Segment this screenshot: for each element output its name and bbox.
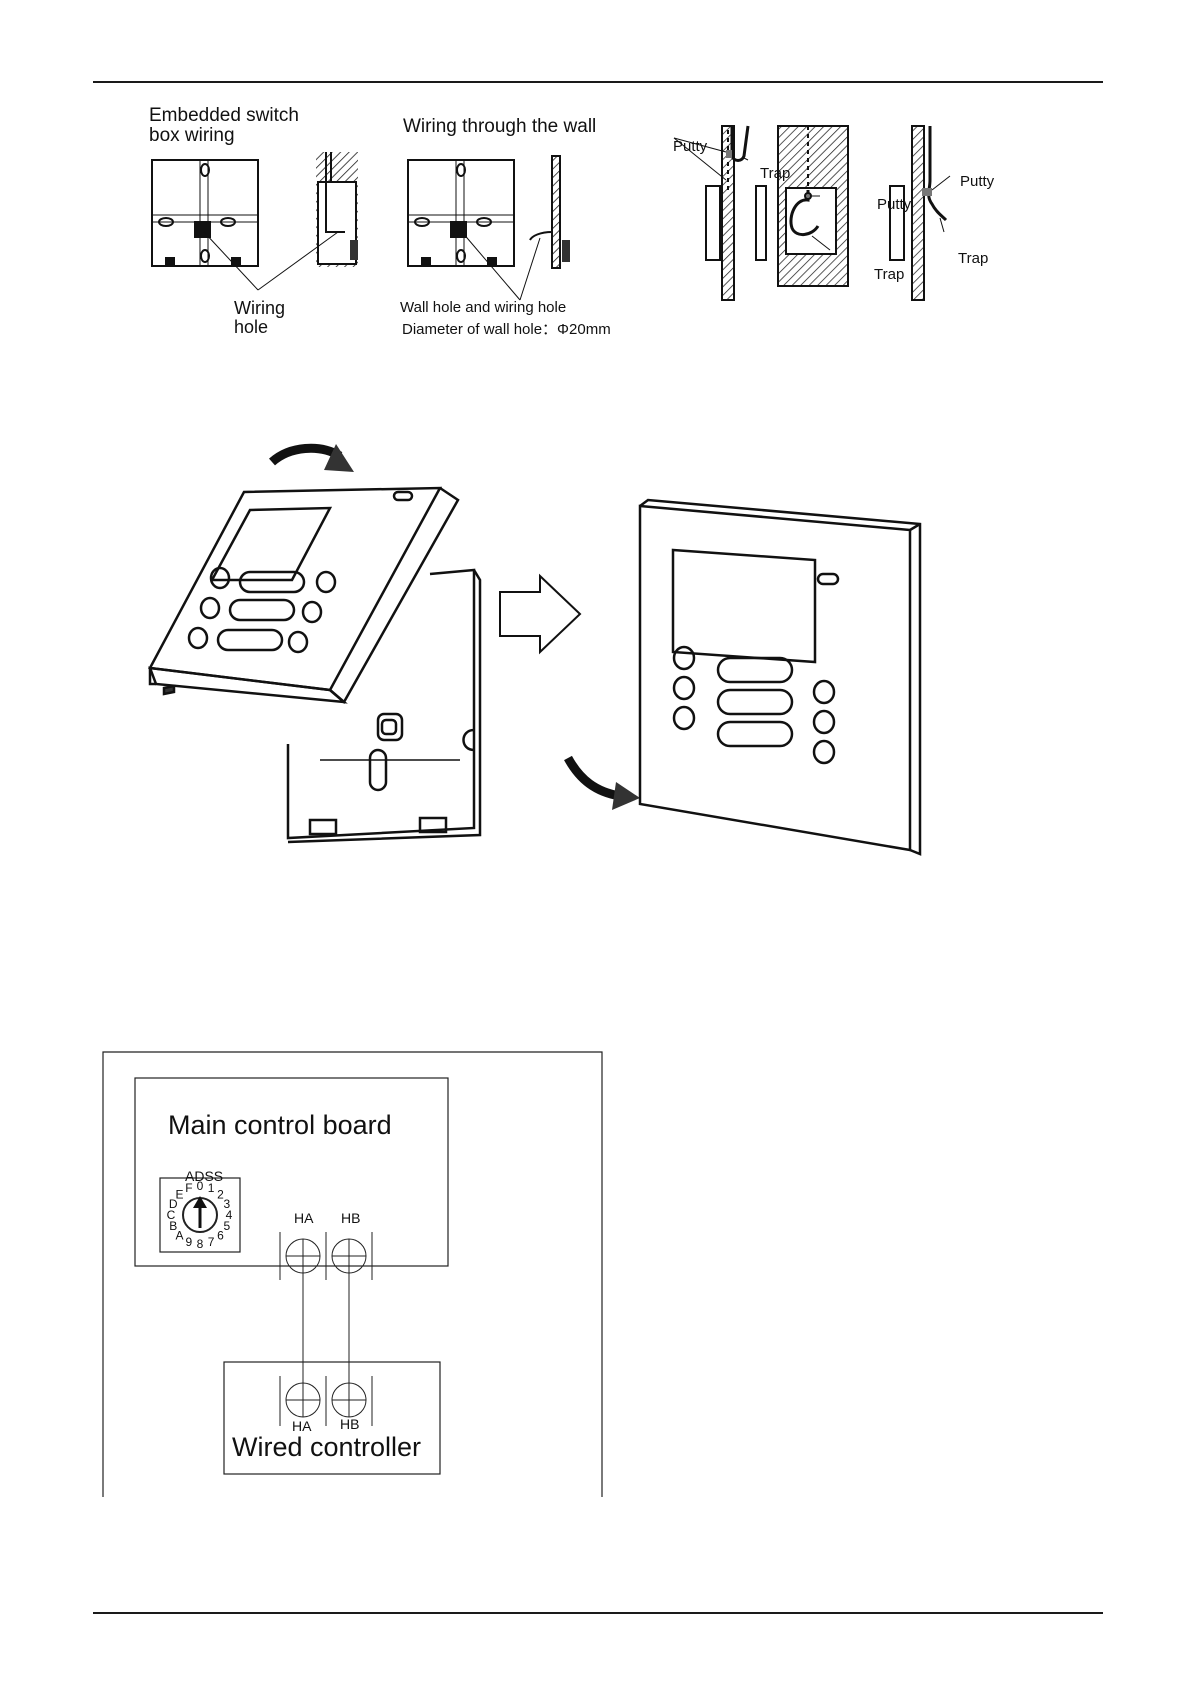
adss-label: ADSS <box>185 1168 223 1184</box>
board-hb-label: HB <box>341 1210 360 1226</box>
putty-label-2: Putty <box>877 196 911 213</box>
dial-char: 5 <box>223 1219 230 1233</box>
trap-label-2: Trap <box>874 266 904 283</box>
controller-hb-label: HB <box>340 1416 359 1432</box>
board-ha-label: HA <box>294 1210 313 1226</box>
main-control-board-title: Main control board <box>168 1110 392 1141</box>
controller-installation-drawing <box>140 430 920 870</box>
dial-char: 7 <box>208 1235 215 1249</box>
trap-label-1: Trap <box>760 165 790 182</box>
wired-controller-title: Wired controller <box>232 1432 421 1463</box>
putty-label-1: Putty <box>673 138 707 155</box>
footer-rule <box>93 1612 1103 1614</box>
trap-label-3: Trap <box>958 250 988 267</box>
dial-char: 6 <box>217 1229 224 1243</box>
dial-char: 9 <box>186 1235 193 1249</box>
switch-box-drawing <box>0 0 640 340</box>
dial-char: E <box>175 1188 183 1202</box>
dial-char: 8 <box>197 1237 204 1251</box>
putty-label-3: Putty <box>960 173 994 190</box>
trap-putty-drawing <box>660 120 1040 310</box>
